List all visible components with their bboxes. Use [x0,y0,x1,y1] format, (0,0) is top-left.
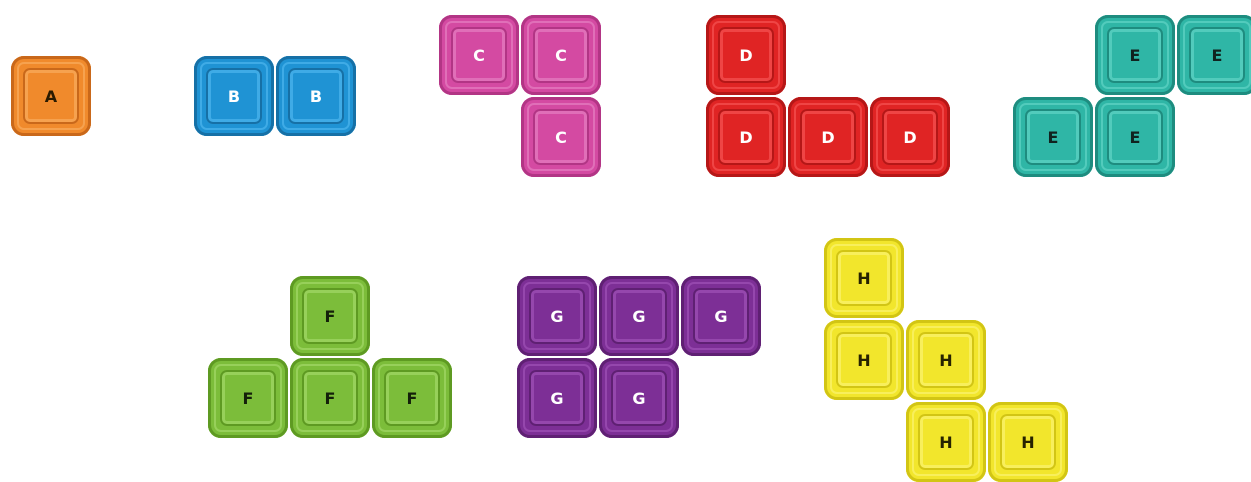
tile-letter: F [290,358,370,438]
tile-letter: D [870,97,950,177]
piece-e-tile[interactable]: E [1177,15,1251,95]
tile-letter: E [1177,15,1251,95]
tile-letter: F [290,276,370,356]
piece-e-tile[interactable]: E [1095,15,1175,95]
tile-letter: E [1095,15,1175,95]
tile-letter: G [599,358,679,438]
tile-letter: H [906,320,986,400]
tile-letter: D [788,97,868,177]
tile-letter: G [517,358,597,438]
tile-letter: C [521,15,601,95]
tile-letter: E [1095,97,1175,177]
piece-f-tile[interactable]: F [290,358,370,438]
piece-h-tile[interactable]: H [824,238,904,318]
piece-a-tile[interactable]: A [11,56,91,136]
tile-letter: H [988,402,1068,482]
piece-d-tile[interactable]: D [706,97,786,177]
piece-c-tile[interactable]: C [521,97,601,177]
piece-d-tile[interactable]: D [870,97,950,177]
piece-f-tile[interactable]: F [372,358,452,438]
piece-d-tile[interactable]: D [788,97,868,177]
piece-g-tile[interactable]: G [599,358,679,438]
piece-f-tile[interactable]: F [208,358,288,438]
piece-e-tile[interactable]: E [1095,97,1175,177]
piece-g-tile[interactable]: G [599,276,679,356]
piece-b-tile[interactable]: B [276,56,356,136]
piece-h-tile[interactable]: H [988,402,1068,482]
piece-h-tile[interactable]: H [906,320,986,400]
piece-f-tile[interactable]: F [290,276,370,356]
tile-letter: B [194,56,274,136]
piece-b-tile[interactable]: B [194,56,274,136]
tile-letter: H [906,402,986,482]
tile-letter: G [517,276,597,356]
piece-e-tile[interactable]: E [1013,97,1093,177]
tile-letter: A [11,56,91,136]
tile-letter: E [1013,97,1093,177]
tile-letter: B [276,56,356,136]
tile-letter: C [439,15,519,95]
tile-letter: H [824,238,904,318]
tile-letter: D [706,97,786,177]
piece-c-tile[interactable]: C [521,15,601,95]
tile-letter: H [824,320,904,400]
piece-d-tile[interactable]: D [706,15,786,95]
piece-g-tile[interactable]: G [517,276,597,356]
tile-letter: G [681,276,761,356]
piece-h-tile[interactable]: H [906,402,986,482]
tile-letter: G [599,276,679,356]
tile-letter: F [208,358,288,438]
tile-letter: D [706,15,786,95]
piece-c-tile[interactable]: C [439,15,519,95]
tile-letter: C [521,97,601,177]
piece-g-tile[interactable]: G [517,358,597,438]
piece-g-tile[interactable]: G [681,276,761,356]
piece-h-tile[interactable]: H [824,320,904,400]
tile-letter: F [372,358,452,438]
